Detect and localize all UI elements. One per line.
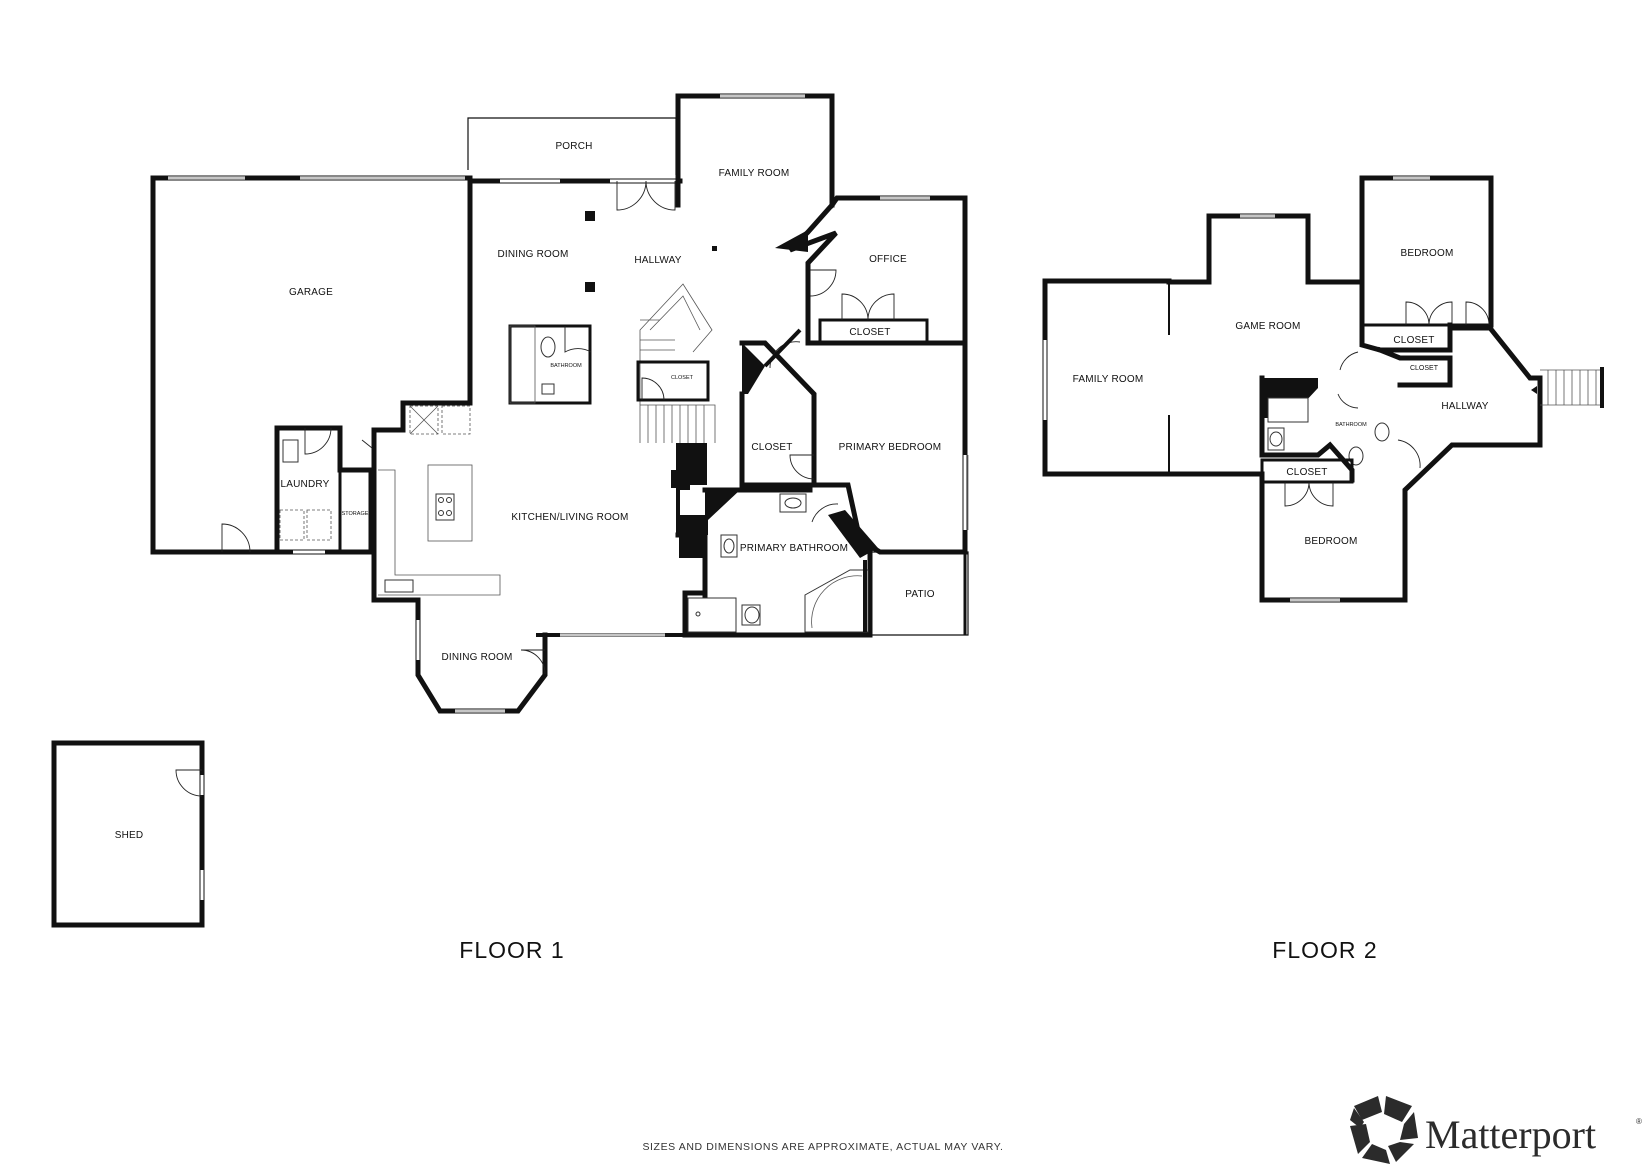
label-shed: SHED <box>115 830 144 841</box>
label-f2-bedroom-top: BEDROOM <box>1400 248 1453 259</box>
label-f2-game-room: GAME ROOM <box>1235 321 1300 332</box>
label-garage: GARAGE <box>289 287 333 298</box>
main-stairs <box>639 283 716 443</box>
label-office-closet: CLOSET <box>849 327 890 338</box>
label-stair-closet: CLOSET <box>671 375 694 381</box>
matterport-logo: Matterport ® <box>1350 1096 1642 1164</box>
label-family-room: FAMILY ROOM <box>719 168 790 179</box>
label-f2-closet-b: CLOSET <box>1410 365 1439 372</box>
label-office: OFFICE <box>869 254 907 265</box>
label-f2-family-room: FAMILY ROOM <box>1073 374 1144 385</box>
label-primary-bathroom: PRIMARY BATHROOM <box>740 543 848 554</box>
label-hallway: HALLWAY <box>634 255 681 266</box>
label-f2-hallway: HALLWAY <box>1441 401 1488 412</box>
label-storage: STORAGE <box>342 511 369 517</box>
brand-registered-mark: ® <box>1636 1117 1642 1126</box>
floor-1-plan <box>150 93 969 714</box>
label-f2-bedroom-bottom: BEDROOM <box>1304 536 1357 547</box>
label-kitchen-living-room: KITCHEN/LIVING ROOM <box>511 512 628 523</box>
label-dining-room-top: DINING ROOM <box>497 249 568 260</box>
label-hall-closet: CLOSET <box>751 442 792 453</box>
family-room-walls <box>675 93 835 208</box>
matterport-mark-icon <box>1350 1096 1418 1164</box>
floor-1-title: FLOOR 1 <box>459 937 564 963</box>
brand-wordmark: Matterport <box>1425 1112 1596 1157</box>
label-f2-closet-c: CLOSET <box>1286 467 1327 478</box>
label-f2-closet-a: CLOSET <box>1393 335 1434 346</box>
floor-2-plan <box>1042 175 1604 603</box>
label-dining-room-bottom: DINING ROOM <box>441 652 512 663</box>
label-patio: PATIO <box>905 589 935 600</box>
shed-plan <box>51 740 205 928</box>
patio-outline <box>870 551 969 636</box>
label-bathroom: BATHROOM <box>550 363 582 369</box>
floor-2-title: FLOOR 2 <box>1272 937 1377 963</box>
label-f2-bathroom: BATHROOM <box>1335 422 1367 428</box>
label-primary-bedroom: PRIMARY BEDROOM <box>839 442 942 453</box>
label-laundry: LAUNDRY <box>280 479 329 490</box>
disclaimer-text: SIZES AND DIMENSIONS ARE APPROXIMATE, AC… <box>642 1141 1003 1153</box>
label-porch: PORCH <box>555 141 592 152</box>
garage-walls <box>150 175 473 555</box>
